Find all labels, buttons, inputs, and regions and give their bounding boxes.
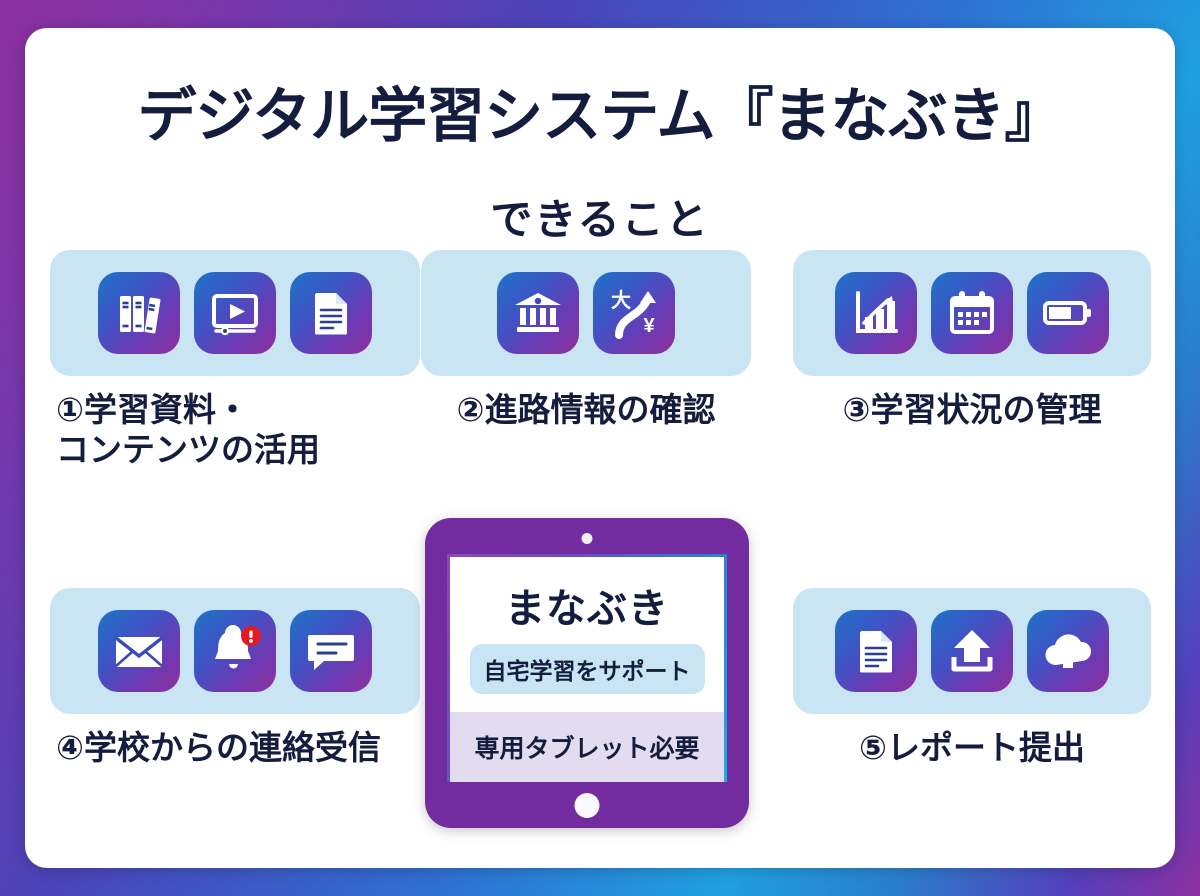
page-subtitle: できること: [490, 196, 710, 243]
feature-card-5[interactable]: ⑤レポート提出: [793, 588, 1151, 768]
svg-text:¥: ¥: [643, 315, 655, 337]
feature-card-1-label: ①学習資料・ コンテンツの活用: [56, 391, 320, 469]
video-player-icon: [194, 272, 276, 354]
cloud-upload-icon: [1027, 610, 1109, 692]
career-path-arrow-icon: 大 ¥: [593, 272, 675, 354]
icon-group-2: 大 ¥: [421, 250, 751, 376]
icon-group-3: [793, 250, 1151, 376]
tablet-device[interactable]: まなぶき 自宅学習をサポート 専用タブレット必要: [425, 518, 749, 828]
calendar-icon: [931, 272, 1013, 354]
tablet-home-button[interactable]: [574, 793, 600, 818]
feature-card-3[interactable]: ③学習状況の管理: [793, 250, 1151, 430]
bar-chart-icon: [835, 272, 917, 354]
icon-group-5: [793, 588, 1151, 714]
document-icon: [290, 272, 372, 354]
feature-card-2[interactable]: 大 ¥ ②進路情報の確認: [421, 250, 751, 430]
battery-progress-icon: [1027, 272, 1109, 354]
upload-icon: [931, 610, 1013, 692]
books-icon: [98, 272, 180, 354]
feature-card-2-label: ②進路情報の確認: [456, 391, 716, 428]
tablet-screen-frame: まなぶき 自宅学習をサポート 専用タブレット必要: [447, 554, 727, 782]
university-building-icon: [497, 272, 579, 354]
tablet-camera-icon: [581, 533, 593, 544]
feature-card-4-label: ④学校からの連絡受信: [56, 729, 381, 766]
envelope-icon: [98, 610, 180, 692]
feature-card-1[interactable]: ①学習資料・ コンテンツの活用: [50, 250, 420, 471]
infographic-panel: デジタル学習システム『まなぶき』 できること: [25, 28, 1175, 868]
chat-bubble-icon: [290, 610, 372, 692]
app-brand-name: まなぶき: [505, 586, 669, 631]
feature-card-5-label: ⑤レポート提出: [859, 729, 1085, 766]
svg-text:大: 大: [611, 289, 631, 312]
tablet-screen: まなぶき 自宅学習をサポート: [450, 557, 724, 712]
page-title: デジタル学習システム『まなぶき』: [137, 83, 1063, 149]
feature-card-3-label: ③学習状況の管理: [842, 391, 1102, 428]
icon-group-1: [50, 250, 420, 376]
app-tagline-pill: 自宅学習をサポート: [469, 643, 705, 694]
bell-alert-icon: [194, 610, 276, 692]
tablet-requirement-note: 専用タブレット必要: [450, 712, 724, 782]
feature-card-4[interactable]: ④学校からの連絡受信: [50, 588, 420, 768]
document-icon: [835, 610, 917, 692]
icon-group-4: [50, 588, 420, 714]
